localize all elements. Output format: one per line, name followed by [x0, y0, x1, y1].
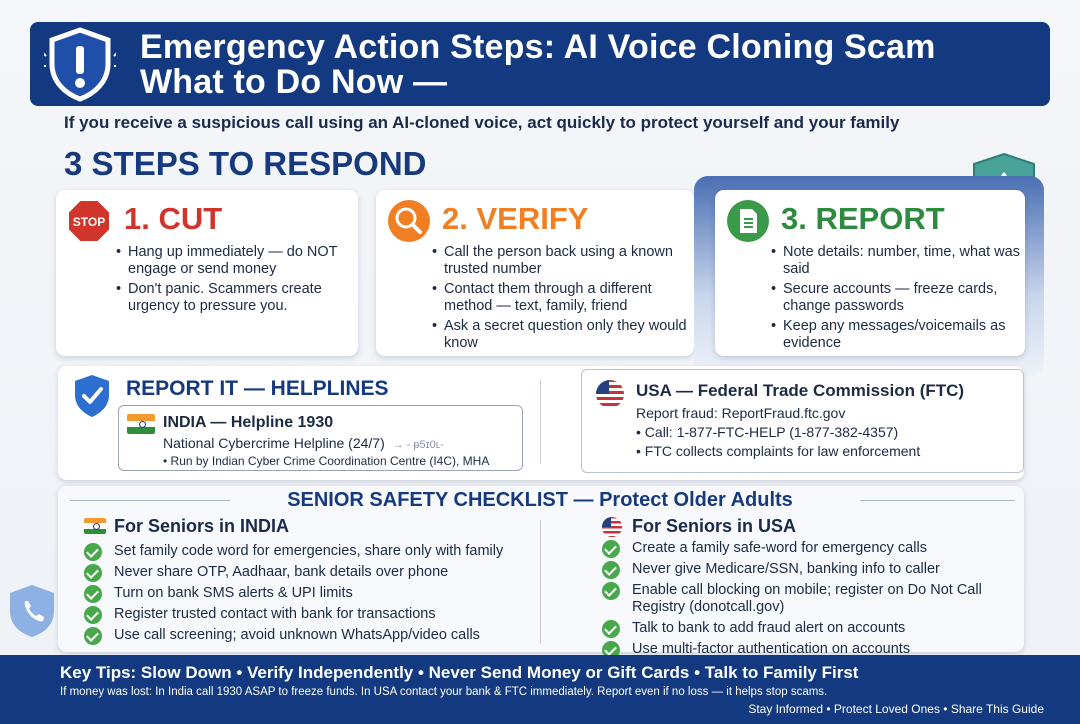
usa-checklist-heading: For Seniors in USA: [632, 516, 797, 536]
step-card-cut: STOP 1. CUT Hang up immediately — do NOT…: [56, 190, 358, 356]
step-title: 3. REPORT: [781, 201, 945, 236]
shield-alert-icon: [44, 27, 116, 102]
checkmark-icon: [602, 561, 620, 579]
bullet: Don't panic. Scammers create urgency to …: [116, 281, 356, 315]
step-bullets: Hang up immediately — do NOT engage or s…: [116, 244, 356, 318]
usa-helpline-box: USA — Federal Trade Commission (FTC) Rep…: [581, 369, 1024, 473]
usa-helpline-heading: USA — Federal Trade Commission (FTC): [636, 381, 965, 400]
usa-checklist: Create a family safe-word for emergency …: [602, 540, 982, 662]
page-title: Emergency Action Steps: AI Voice Cloning…: [140, 28, 936, 101]
bullet: Hang up immediately — do NOT engage or s…: [116, 244, 356, 278]
step-card-report: 3. REPORT Note details: number, time, wh…: [715, 190, 1025, 356]
key-tips: Key Tips: Slow Down • Verify Independent…: [60, 663, 859, 682]
bullet: Contact them through a different method …: [432, 281, 690, 315]
checkmark-icon: [602, 540, 620, 558]
checkmark-icon: [84, 543, 102, 561]
svg-text:STOP: STOP: [73, 215, 105, 229]
helplines-title: REPORT IT — HELPLINES: [126, 377, 389, 400]
india-flag-icon: [84, 518, 106, 534]
checklist-title: SENIOR SAFETY CHECKLIST — Protect Older …: [287, 489, 793, 511]
step-bullets: Call the person back using a known trust…: [432, 244, 690, 355]
usa-helpline-line1: Report fraud: ReportFraud.ftc.gov: [636, 405, 846, 421]
checklist-item: Talk to bank to add fraud alert on accou…: [602, 620, 982, 638]
divider: [860, 500, 1015, 501]
india-helpline-line1: National Cybercrime Helpline (24/7) → - …: [163, 435, 444, 451]
checkmark-icon: [602, 620, 620, 638]
checklist-item: Use call screening; avoid unknown WhatsA…: [84, 627, 503, 645]
step-title: 1. CUT: [124, 201, 223, 236]
divider: [70, 500, 230, 501]
usa-helpline-line2: • Call: 1-877-FTC-HELP (1-877-382-4357): [636, 424, 899, 440]
usa-helpline-line3: • FTC collects complaints for law enforc…: [636, 443, 921, 459]
checklist-panel: [58, 486, 1024, 652]
shield-check-icon: [75, 375, 109, 417]
india-flag-icon: [127, 414, 155, 434]
step-title: 2. VERIFY: [442, 201, 589, 236]
checklist-item-continued: Registry (donotcall.gov): [632, 599, 785, 615]
india-helpline-box: INDIA — Helpline 1930 National Cybercrim…: [118, 405, 523, 471]
checklist-item: Register trusted contact with bank for t…: [84, 606, 503, 624]
india-helpline-line2: • Run by Indian Cyber Crime Coordination…: [163, 454, 490, 468]
india-helpline-heading: INDIA — Helpline 1930: [163, 414, 334, 431]
usa-flag-icon: [596, 380, 624, 408]
header-banner: [30, 22, 1050, 106]
phone-shield-icon: [10, 585, 54, 637]
checkmark-icon: [84, 606, 102, 624]
divider: [540, 520, 541, 644]
checkmark-icon: [602, 641, 620, 659]
checklist-item: Never give Medicare/SSN, banking info to…: [602, 561, 982, 579]
bullet: Secure accounts — freeze cards, change p…: [771, 281, 1021, 315]
checklist-item: Set family code word for emergencies, sh…: [84, 543, 503, 561]
footer-banner: Key Tips: Slow Down • Verify Independent…: [0, 655, 1080, 724]
checklist-item: Enable call blocking on mobile; register…: [602, 582, 982, 600]
usa-flag-icon: [602, 517, 622, 537]
india-checklist: Set family code word for emergencies, sh…: [84, 543, 503, 648]
bullet: Call the person back using a known trust…: [432, 244, 690, 278]
checkmark-icon: [84, 627, 102, 645]
divider: [540, 380, 541, 464]
checkmark-icon: [602, 582, 620, 600]
stop-sign-icon: STOP: [67, 199, 111, 243]
checklist-item: Never share OTP, Aadhaar, bank details o…: [84, 564, 503, 582]
bullet: Ask a secret question only they would kn…: [432, 318, 690, 352]
bullet: Keep any messages/voicemails as evidence: [771, 318, 1021, 352]
footer-fine-print: If money was lost: In India call 1930 AS…: [60, 686, 828, 698]
subtitle: If you receive a suspicious call using a…: [64, 113, 900, 132]
bullet: Note details: number, time, what was sai…: [771, 244, 1021, 278]
india-checklist-heading: For Seniors in INDIA: [114, 516, 290, 536]
steps-heading: 3 STEPS TO RESPOND: [64, 145, 427, 182]
checkmark-icon: [84, 585, 102, 603]
step-card-verify: 2. VERIFY Call the person back using a k…: [376, 190, 694, 356]
checklist-item: Turn on bank SMS alerts & UPI limits: [84, 585, 503, 603]
magnifier-icon: [388, 200, 430, 242]
step-bullets: Note details: number, time, what was sai…: [771, 244, 1021, 355]
checkmark-icon: [84, 564, 102, 582]
document-icon: [727, 200, 769, 242]
footer-tagline: Stay Informed • Protect Loved Ones • Sha…: [748, 702, 1044, 716]
checklist-item: Use multi-factor authentication on accou…: [602, 641, 982, 659]
checklist-item: Create a family safe-word for emergency …: [602, 540, 982, 558]
